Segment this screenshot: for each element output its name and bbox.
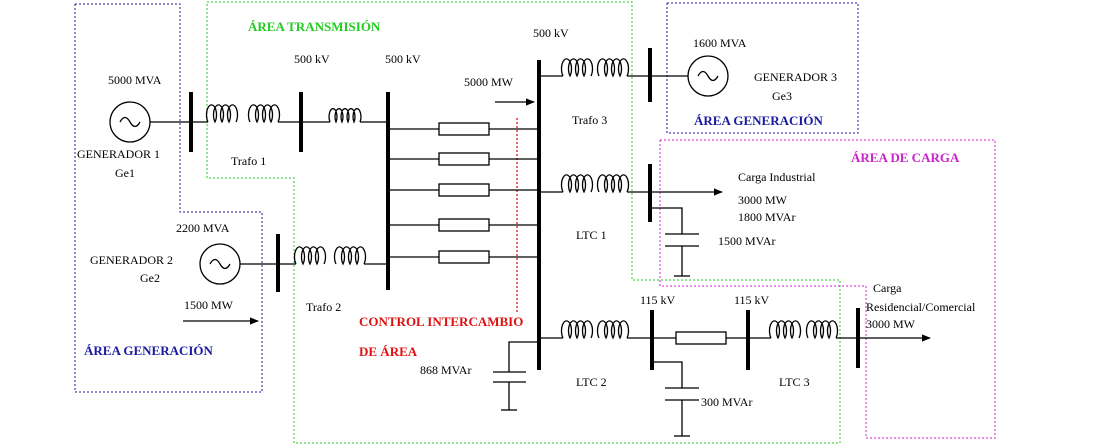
transmission-line-icon	[388, 218, 539, 232]
transmission-line-icon	[388, 122, 539, 136]
residencial-load-p: 3000 MW	[866, 317, 916, 331]
generator-icon	[687, 55, 729, 97]
ltc3-label: LTC 3	[779, 375, 810, 389]
industrial-load-p: 3000 MW	[738, 193, 788, 207]
series-reactor-icon	[301, 108, 388, 124]
control-intercambio-label: CONTROL INTERCAMBIO	[359, 314, 523, 329]
bus-d-voltage: 115 kV	[640, 293, 676, 307]
capacitor-icon	[652, 361, 699, 437]
area-transmision-boundary	[206, 1, 841, 444]
interchange-flow: 5000 MW	[464, 75, 514, 89]
transmission-line-icon	[388, 152, 539, 166]
ge2-id: Ge2	[140, 271, 160, 285]
ge3-id: Ge3	[772, 89, 792, 103]
transformer-icon	[539, 320, 652, 340]
ge1-rating: 5000 MVA	[108, 73, 162, 87]
generator-icon	[199, 243, 241, 285]
area-transmision-label: ÁREA TRANSMISIÓN	[248, 19, 381, 34]
residencial-load-name-2: Residencial/Comercial	[866, 300, 976, 314]
bus-a-voltage: 500 kV	[294, 52, 330, 66]
bus-b-voltage: 500 kV	[385, 52, 421, 66]
trafo2-label: Trafo 2	[306, 300, 341, 314]
capacitor-icon	[493, 341, 539, 411]
trafo1-label: Trafo 1	[231, 154, 266, 168]
ltc2-label: LTC 2	[576, 375, 607, 389]
ge2-name: GENERADOR 2	[90, 253, 173, 267]
transformer-icon	[748, 320, 858, 340]
area-carga-label: ÁREA DE CARGA	[851, 150, 960, 165]
transmission-line-icon	[388, 250, 539, 264]
transformer-icon	[191, 104, 301, 124]
cap1-rating: 1500 MVAr	[718, 234, 775, 248]
ge2-rating: 2200 MVA	[176, 221, 230, 235]
transformer-icon	[539, 174, 650, 194]
transmission-line-icon	[388, 183, 539, 197]
ge1-id: Ge1	[115, 166, 135, 180]
ltc1-label: LTC 1	[576, 228, 607, 242]
generator-icon	[109, 101, 151, 143]
cap2-rating: 868 MVAr	[420, 363, 471, 377]
ge2-power: 1500 MW	[184, 298, 234, 312]
area-generacion-left-boundary	[74, 3, 263, 393]
residencial-load-name: Carga	[873, 281, 902, 295]
area-generacion-left-label: ÁREA GENERACIÓN	[84, 343, 214, 358]
transformer-icon	[278, 246, 388, 266]
cap3-rating: 300 MVAr	[701, 395, 752, 409]
bus-e-voltage: 115 kV	[734, 293, 770, 307]
trafo3-label: Trafo 3	[572, 113, 607, 127]
ge3-rating: 1600 MVA	[693, 36, 747, 50]
ge1-name: GENERADOR 1	[77, 147, 160, 161]
capacitor-icon	[650, 207, 699, 277]
transmission-line-icon	[652, 331, 748, 345]
area-carga-boundary	[659, 139, 996, 439]
industrial-load-name: Carga Industrial	[738, 170, 816, 184]
control-intercambio-label-2: DE ÁREA	[359, 344, 418, 359]
transformer-icon	[539, 58, 650, 78]
area-generacion-right-boundary	[666, 2, 859, 134]
area-generacion-right-label: ÁREA GENERACIÓN	[694, 113, 824, 128]
ge3-name: GENERADOR 3	[754, 70, 837, 84]
industrial-load-q: 1800 MVAr	[738, 210, 795, 224]
bus-c-voltage: 500 kV	[533, 26, 569, 40]
